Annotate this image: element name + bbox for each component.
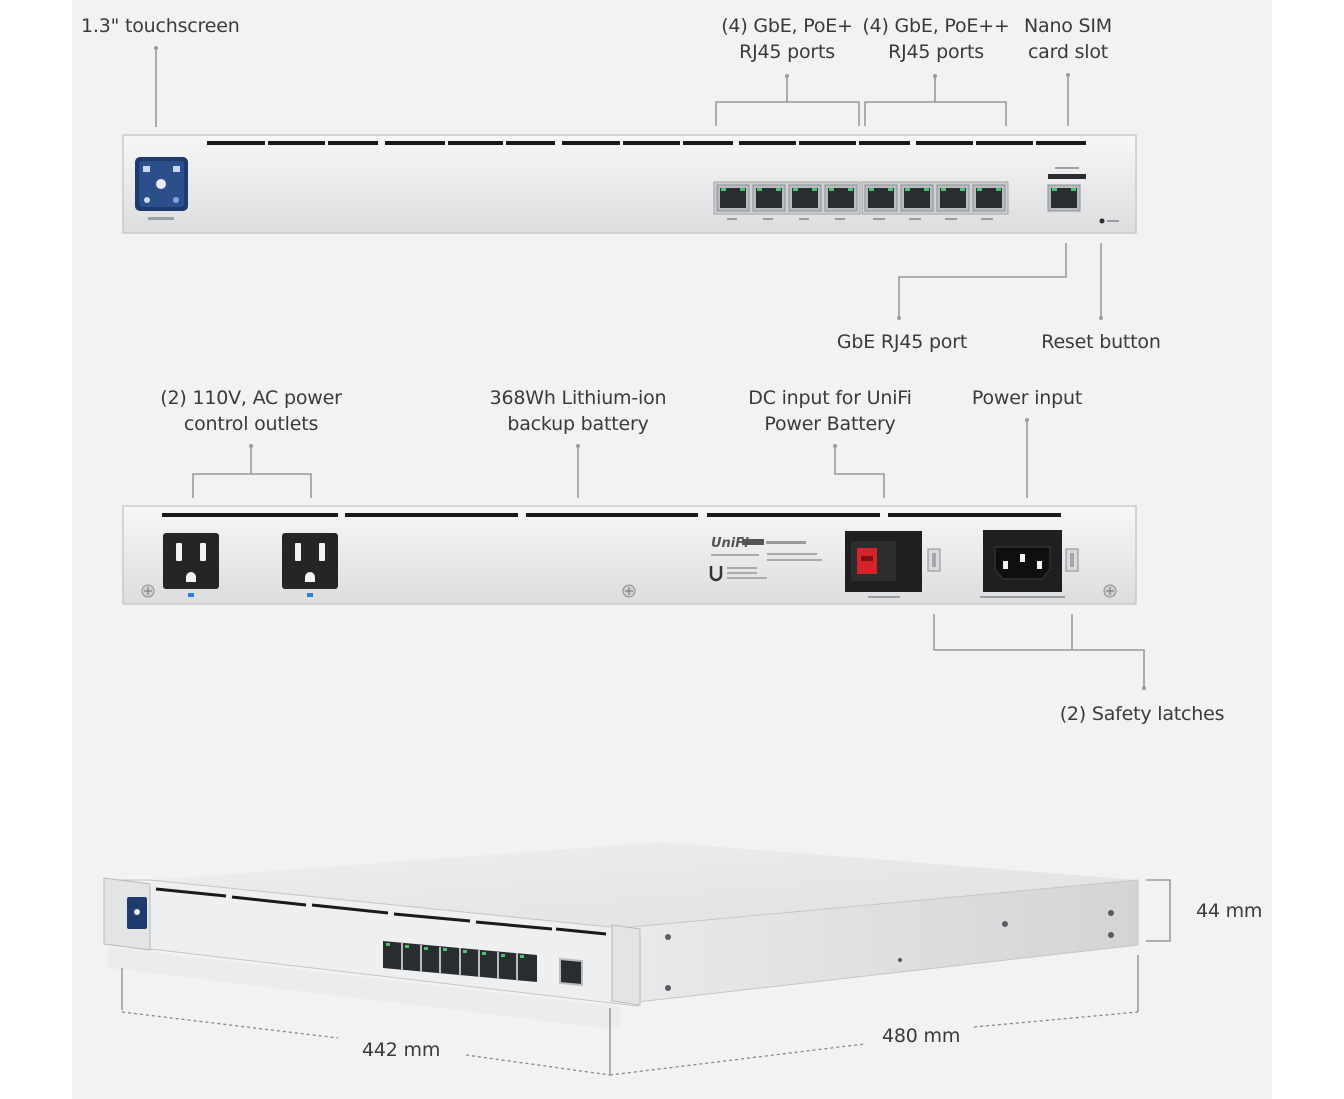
nano-sim-label-line2: card slot [1027,41,1109,63]
screw-icon [141,584,155,598]
front-callout-lines [155,48,1102,318]
battery-label: 368Wh Lithium-ion backup battery [482,385,674,437]
rear-panel: UniFi [122,505,1137,605]
touchscreen-icon [135,157,188,220]
poe-plus-label-line1: (4) GbE, PoE+ [721,15,853,37]
poe-plusplus-ports [861,181,1009,215]
safety-latch-icon [927,548,941,572]
rj45-port-icon [788,184,822,212]
rj45-port-icon [936,184,970,212]
brand-logo: UniFi [709,536,822,582]
reset-button-label: Reset button [1041,331,1161,353]
power-input-label: Power input [971,387,1083,409]
poe-plusplus-label-line2: RJ45 ports [888,41,984,63]
safety-latch-icon [1065,548,1079,572]
device-3d-view [103,842,1139,1030]
nano-sim-label-line1: Nano SIM [1023,15,1113,37]
dc-input-label-line1: DC input for UniFi [748,387,912,409]
dc-input-label: DC input for UniFi Power Battery [740,385,920,437]
rj45-port-icon [824,184,858,212]
ac-outlets-label-line2: control outlets [183,413,319,435]
rj45-port-icon [752,184,786,212]
device-3d-ports [383,941,583,987]
dc-input-label-line2: Power Battery [764,413,896,435]
rj45-port-icon [864,184,898,212]
height-dimension-label: 44 mm [1196,900,1263,922]
gbe-port-label: GbE RJ45 port [836,331,968,353]
device-3d-vents [155,887,607,936]
dc-input-port [845,531,922,598]
rj45-port-icon [1047,184,1081,212]
device-top [150,842,1138,928]
rj45-port-icon [972,184,1006,212]
outlet-led [188,593,194,597]
reset-button-icon [1099,218,1119,224]
battery-label-line1: 368Wh Lithium-ion [489,387,667,409]
poe-plusplus-label-line1: (4) GbE, PoE++ [862,15,1010,37]
dimension-lines [121,879,1171,1076]
rear-callout-dots [249,418,1146,690]
port-number-marks [727,218,993,220]
nano-sim-label: Nano SIM card slot [1016,13,1120,65]
screw-icon [1103,584,1117,598]
ac-outlet-icon [282,533,338,589]
touchscreen-label: 1.3" touchscreen [81,15,240,37]
depth-dimension-label: 480 mm [882,1025,961,1047]
screw-icon [622,584,636,598]
poe-plus-ports [713,181,861,215]
poe-plusplus-label: (4) GbE, PoE++ RJ45 ports [861,13,1011,65]
sim-slot-icon [1048,167,1086,179]
poe-plus-label: (4) GbE, PoE+ RJ45 ports [717,13,857,65]
ac-outlet-icon [163,533,219,589]
width-dimension-label: 442 mm [362,1039,441,1061]
svg-text:UniFi: UniFi [711,536,749,551]
outlet-led [307,593,313,597]
rj45-port-icon [900,184,934,212]
poe-plus-label-line2: RJ45 ports [739,41,835,63]
ac-outlets-label: (2) 110V, AC power control outlets [156,385,346,437]
battery-label-line2: backup battery [507,413,649,435]
safety-latches-label: (2) Safety latches [1059,703,1225,725]
rear-callout-lines [192,420,1145,688]
front-callout-dots [154,46,1103,320]
rj45-port-icon [716,184,750,212]
ac-outlets-label-line1: (2) 110V, AC power [160,387,342,409]
power-input-port [980,530,1065,598]
front-panel [122,134,1137,234]
